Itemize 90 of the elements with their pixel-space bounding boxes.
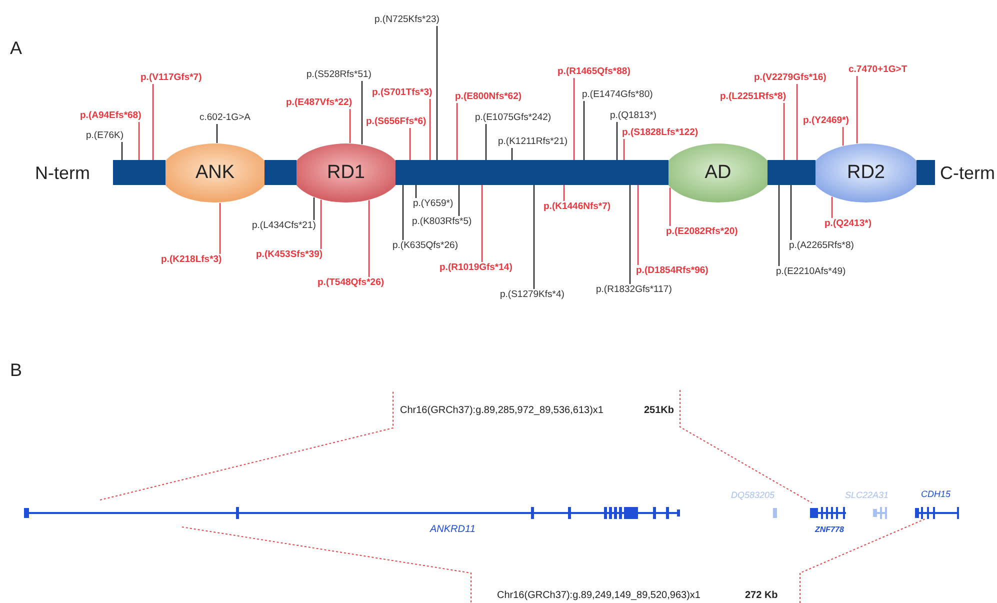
- domain-name: AD: [704, 162, 732, 184]
- gene-name: CDH15: [921, 488, 951, 500]
- mutation-label: c.602-1G>A: [200, 112, 250, 124]
- mutation-label: p.(Q1813*): [610, 110, 656, 122]
- mutation-label: p.(T548Qfs*26): [318, 277, 384, 289]
- leader-line: [481, 185, 483, 262]
- leader-line: [152, 84, 154, 160]
- mutation-label: p.(S528Rfs*51): [306, 69, 372, 81]
- mutation-label: p.(V2279Gfs*16): [754, 72, 826, 84]
- mutation-label: p.(S701Tfs*3): [372, 87, 432, 99]
- mutation-label: p.(K218Lfs*3): [161, 254, 222, 266]
- mutation-label: p.(A2265Rfs*8): [789, 240, 854, 252]
- domain-name: ANK: [194, 162, 236, 184]
- leader-line: [216, 124, 218, 144]
- mutation-label: p.(K1446Nfs*7): [544, 201, 611, 213]
- leader-line: [121, 142, 123, 160]
- mutation-label: p.(Y2469*): [803, 115, 849, 127]
- leader-line: [415, 185, 417, 198]
- mutation-label: c.7470+1G>T: [848, 64, 908, 76]
- leader-line: [831, 196, 833, 218]
- leader-line: [313, 197, 315, 220]
- gene-name: DQ583205: [731, 490, 775, 500]
- leader-line: [429, 99, 431, 160]
- panel-letter: B: [10, 359, 22, 381]
- mutation-label: p.(N725Kfs*23): [374, 14, 440, 26]
- mutation-label: p.(E2210Afs*49): [776, 266, 846, 278]
- mutation-label: p.(E800Nfs*62): [455, 91, 522, 103]
- mutation-label: p.(Q2413*): [824, 218, 872, 230]
- leader-line: [783, 103, 785, 160]
- leader-line: [368, 200, 370, 277]
- leader-line: [409, 128, 411, 160]
- mutation-label: p.(S1828Lfs*122): [622, 127, 698, 139]
- mutation-label: p.(K1211Rfs*21): [498, 136, 568, 148]
- domain-name: RD2: [846, 162, 886, 184]
- mutation-label: p.(D1854Rfs*96): [636, 265, 708, 277]
- terminus-label: N-term: [35, 162, 90, 184]
- gene-name: SLC22A31: [845, 490, 889, 500]
- leader-line: [669, 188, 671, 226]
- mutation-label: p.(E2082Rfs*20): [666, 226, 738, 238]
- leader-line: [361, 81, 363, 144]
- leader-line: [533, 185, 535, 289]
- leader-line: [573, 78, 575, 160]
- size-label: 272 Kb: [745, 590, 778, 602]
- leader-line: [856, 76, 858, 144]
- mutation-label: p.(E1474Gfs*80): [582, 89, 653, 101]
- leader-line: [138, 122, 140, 160]
- leader-line: [349, 109, 351, 144]
- leader-line: [436, 26, 438, 160]
- leader-line: [511, 148, 513, 160]
- mutation-label: p.(E487Vfs*22): [286, 97, 352, 109]
- leader-line: [629, 185, 631, 284]
- mutation-label: p.(K635Qfs*26): [392, 240, 458, 252]
- mutation-label: p.(E76K): [86, 130, 124, 142]
- mutation-label: p.(R1019Gfs*14): [440, 262, 512, 274]
- mutation-label: p.(L2251Rfs*8): [720, 91, 786, 103]
- panel-letter: A: [10, 37, 22, 59]
- leader-line: [320, 200, 322, 249]
- mutation-label: p.(E1075Gfs*242): [475, 112, 552, 124]
- leader-line: [778, 185, 780, 266]
- mutation-label: p.(R1465Qfs*88): [558, 66, 630, 78]
- coordinate-label: Chr16(GRCh37):g.89,249,149_89,520,963)x1: [497, 590, 700, 602]
- leader-line: [623, 139, 625, 160]
- mutation-label: p.(K453Sfs*39): [256, 249, 323, 261]
- leader-line: [458, 185, 460, 216]
- gene-name: ANKRD11: [430, 524, 476, 536]
- mutation-label: p.(R1832Gfs*117): [596, 284, 672, 296]
- leader-line: [402, 185, 404, 240]
- leader-line: [485, 124, 487, 160]
- leader-line: [456, 103, 458, 160]
- mutation-label: p.(V117Gfs*7): [140, 72, 202, 84]
- mutation-label: p.(S656Ffs*6): [366, 116, 426, 128]
- gene-name: ZNF778: [815, 525, 844, 535]
- domain-name: RD1: [326, 162, 366, 184]
- mutation-label: p.(S1279Kfs*4): [500, 289, 564, 301]
- size-label: 251Kb: [644, 405, 674, 417]
- leader-line: [616, 122, 618, 160]
- leader-line: [219, 202, 221, 254]
- leader-line: [637, 185, 639, 265]
- leader-line: [790, 185, 792, 240]
- coordinate-label: Chr16(GRCh37):g.89,285,972_89,536,613)x1: [400, 405, 604, 417]
- leader-line: [583, 101, 585, 160]
- leader-line: [842, 127, 844, 146]
- mutation-label: p.(A94Efs*68): [80, 110, 142, 122]
- mutation-label: p.(Y659*): [413, 198, 454, 210]
- mutation-label: p.(K803Rfs*5): [412, 216, 472, 228]
- protein-bar: [113, 160, 935, 185]
- leader-line: [796, 84, 798, 160]
- mutation-label: p.(L434Cfs*21): [252, 220, 316, 232]
- leader-line: [563, 185, 565, 201]
- terminus-label: C-term: [940, 162, 995, 184]
